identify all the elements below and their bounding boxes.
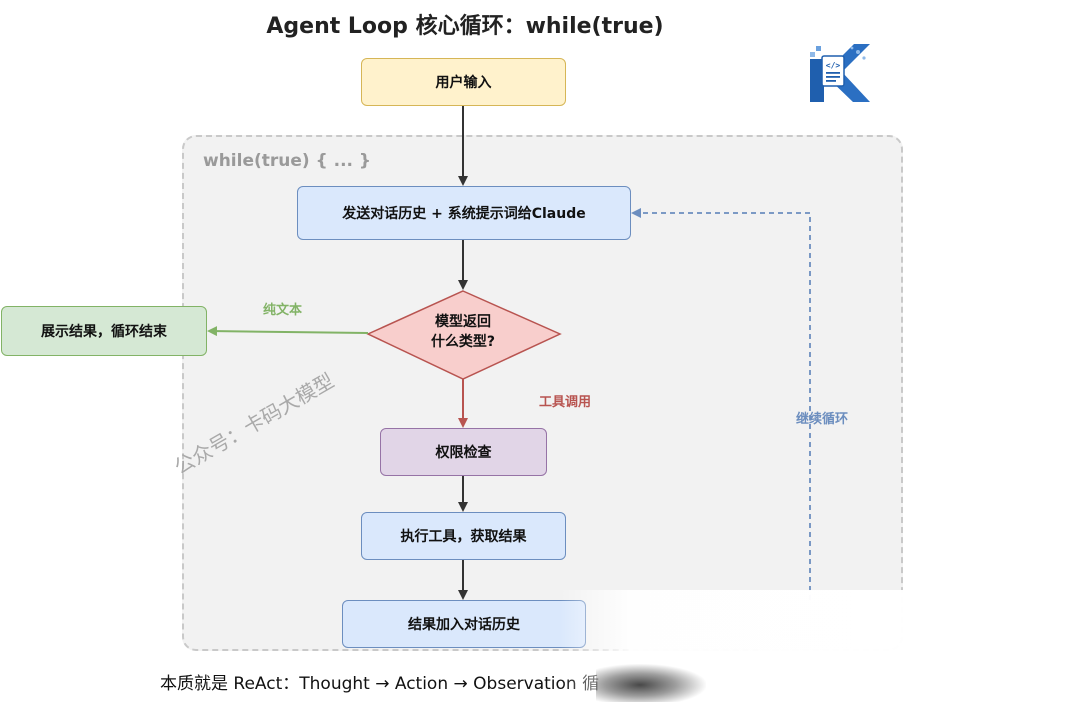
decision-line-2: 什么类型?	[430, 334, 496, 350]
node-model-return-type: 模型返回 什么类型?	[368, 312, 558, 352]
label-tool-call: 工具调用	[539, 395, 592, 410]
label-plain-text: 纯文本	[263, 303, 303, 318]
label-continue-loop: 继续循环	[796, 412, 849, 427]
svg-text:</>: </>	[826, 61, 841, 70]
diagram-title: Agent Loop 核心循环：while(true)	[266, 14, 664, 39]
node-append-history: 结果加入对话历史	[342, 600, 586, 648]
decision-line-1: 模型返回	[435, 314, 491, 330]
while-loop-label: while(true) { ... }	[203, 151, 372, 171]
footer-caption: 本质就是 ReAct：Thought → Action → Observatio…	[160, 674, 600, 694]
node-send-history: 发送对话历史 + 系统提示词给Claude	[297, 186, 631, 240]
smudge-overlay	[596, 664, 706, 702]
node-execute-tool: 执行工具，获取结果	[361, 512, 566, 560]
node-user-input: 用户输入	[361, 58, 566, 106]
node-show-result: 展示结果，循环结束	[1, 306, 207, 356]
arrow-decision-to-show	[207, 326, 369, 337]
arrow-continue-loop	[631, 208, 811, 600]
node-permission-check: 权限检查	[380, 428, 547, 476]
kama-logo-icon: </>	[810, 44, 870, 102]
